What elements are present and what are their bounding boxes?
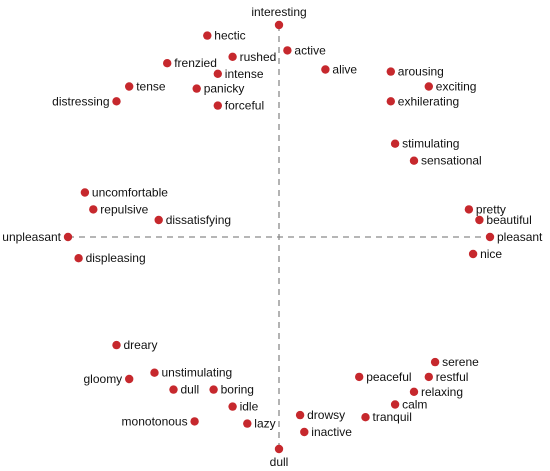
- point-label: exhilerating: [398, 94, 459, 108]
- point-label: intense: [225, 67, 264, 81]
- point-label: interesting: [251, 5, 306, 19]
- point-label: beautiful: [486, 213, 531, 227]
- point-label: stimulating: [402, 137, 459, 151]
- data-point: [361, 413, 370, 422]
- data-point: [386, 67, 395, 76]
- data-point: [274, 444, 284, 454]
- data-point: [283, 46, 292, 55]
- point-label: displeasing: [86, 251, 146, 265]
- point-label: serene: [442, 355, 479, 369]
- data-point: [321, 65, 330, 74]
- point-label: peaceful: [366, 370, 411, 384]
- point-label: exciting: [436, 80, 477, 94]
- point-label: restful: [436, 370, 469, 384]
- data-point: [424, 82, 433, 91]
- data-point: [203, 31, 212, 40]
- data-point: [213, 101, 222, 110]
- point-label: calm: [402, 398, 427, 412]
- data-point: [243, 419, 252, 428]
- point-label: idle: [240, 400, 259, 414]
- data-point: [475, 215, 484, 225]
- point-label: monotonous: [122, 414, 188, 428]
- data-point: [295, 410, 305, 420]
- point-label: nice: [480, 247, 502, 261]
- point-label: dull: [181, 383, 200, 397]
- point-label: uncomfortable: [92, 186, 168, 200]
- data-point: [112, 97, 121, 106]
- point-label: dreary: [124, 338, 158, 352]
- point-label: gloomy: [84, 372, 123, 386]
- data-point: [386, 97, 395, 106]
- data-point: [74, 254, 83, 263]
- point-label: tense: [136, 80, 166, 94]
- data-point: [80, 188, 90, 197]
- data-point: [63, 232, 73, 242]
- point-label: distressing: [52, 94, 109, 108]
- data-point: [190, 417, 199, 426]
- point-label: unstimulating: [162, 366, 233, 380]
- data-point: [213, 69, 222, 79]
- axes: [68, 25, 490, 449]
- point-label: relaxing: [421, 385, 463, 399]
- data-point: [409, 387, 419, 396]
- data-point: [300, 427, 309, 437]
- point-label: arousing: [398, 65, 444, 79]
- point-label: panicky: [204, 82, 245, 96]
- data-point: [430, 357, 440, 367]
- data-point: [125, 82, 134, 91]
- data-point: [390, 400, 400, 409]
- data-points: [63, 20, 495, 454]
- point-label: alive: [332, 63, 357, 77]
- point-label: lazy: [254, 417, 275, 431]
- point-label: rushed: [240, 50, 277, 64]
- point-label: repulsive: [100, 202, 148, 216]
- point-label: sensational: [421, 154, 482, 168]
- data-point: [163, 59, 172, 68]
- point-labels: interesting hectic active rushed frenzied ali…: [2, 5, 543, 469]
- point-label: drowsy: [307, 408, 345, 422]
- point-label: dull: [270, 455, 289, 469]
- point-label: pleasant: [497, 230, 543, 244]
- data-point: [468, 249, 478, 259]
- data-point: [228, 402, 237, 411]
- data-point: [228, 52, 237, 61]
- point-label: inactive: [311, 425, 352, 439]
- point-label: forceful: [225, 99, 264, 113]
- point-label: tranquil: [373, 410, 412, 424]
- data-point: [464, 205, 474, 214]
- data-point: [209, 385, 218, 394]
- data-point: [169, 385, 178, 394]
- data-point: [125, 374, 134, 384]
- data-point: [390, 139, 400, 148]
- point-label: pretty: [476, 202, 506, 216]
- point-label: active: [294, 43, 326, 57]
- data-point: [154, 215, 163, 225]
- data-point: [409, 156, 419, 165]
- data-point: [192, 84, 201, 93]
- point-label: dissatisfying: [166, 213, 231, 227]
- point-label: hectic: [214, 29, 245, 43]
- data-point: [485, 232, 495, 242]
- point-label: boring: [221, 383, 254, 397]
- data-point: [112, 340, 121, 350]
- data-point: [355, 372, 364, 382]
- data-point: [89, 205, 98, 214]
- data-point: [274, 20, 284, 30]
- data-point: [424, 372, 433, 382]
- point-label: frenzied: [174, 56, 217, 70]
- data-point: [150, 368, 159, 377]
- point-label: unpleasant: [2, 230, 61, 244]
